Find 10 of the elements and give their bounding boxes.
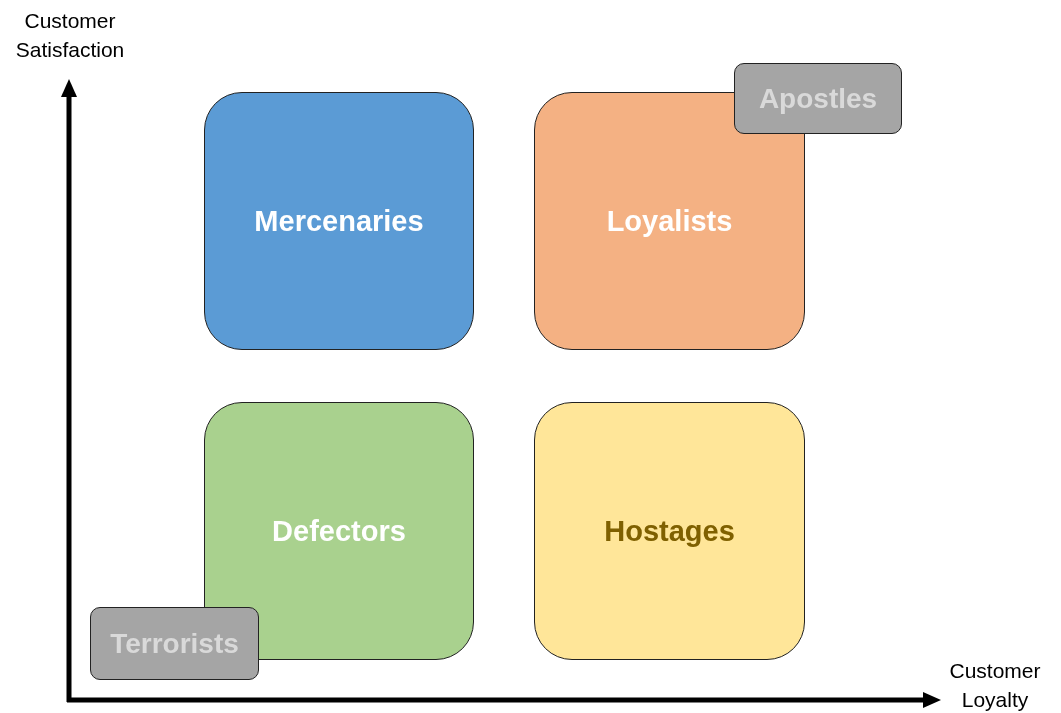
quadrant-label: Mercenaries (254, 203, 424, 239)
quadrant-label: Hostages (604, 513, 735, 549)
quadrant-box (734, 63, 902, 134)
quadrant-label: Defectors (272, 513, 406, 549)
quadrant-box (534, 402, 805, 660)
quadrant-label: Loyalists (606, 203, 733, 239)
quadrant-box (204, 92, 474, 350)
axis-label: Customer Satisfaction (14, 8, 126, 63)
axis-label: Customer Loyalty (948, 658, 1042, 713)
quadrant-box (90, 607, 259, 680)
